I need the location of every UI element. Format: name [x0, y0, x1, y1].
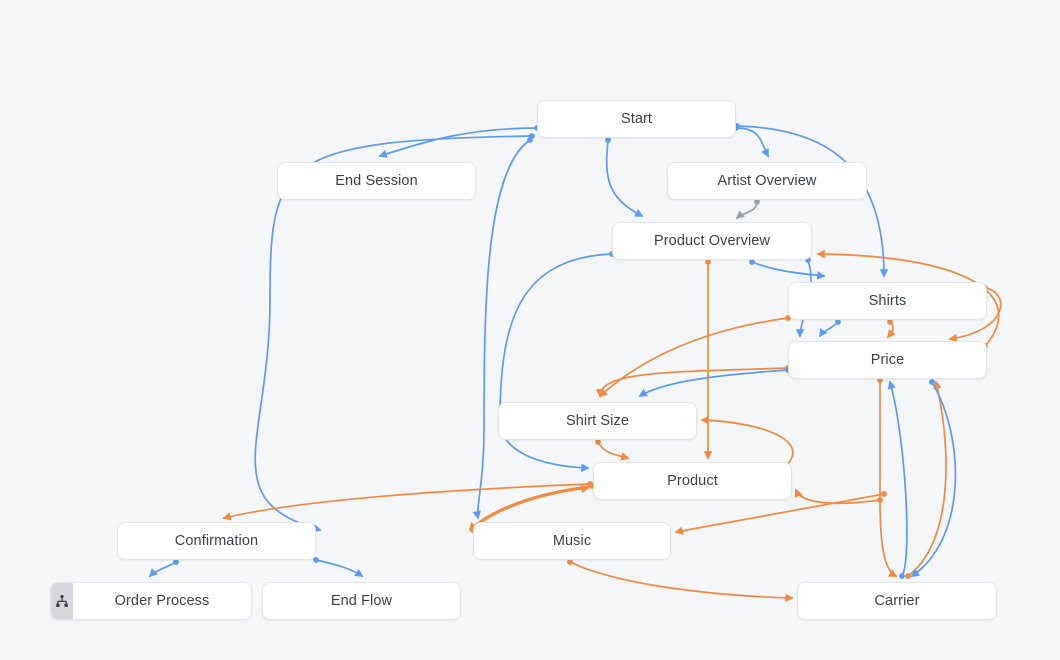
node-label: Shirt Size — [565, 412, 630, 429]
node-label: Confirmation — [174, 532, 259, 549]
node-label: Product Overview — [653, 232, 771, 249]
node-shirt_size[interactable]: Shirt Size — [498, 402, 697, 440]
node-label: Carrier — [874, 592, 920, 609]
node-label: Product — [667, 472, 718, 489]
node-confirmation[interactable]: Confirmation — [117, 522, 316, 560]
node-label: Price — [870, 351, 905, 368]
node-price[interactable]: Price — [788, 341, 987, 379]
node-music[interactable]: Music — [473, 522, 671, 560]
node-label: Start — [620, 110, 653, 127]
node-label: Order Process — [114, 592, 210, 609]
node-end_session[interactable]: End Session — [277, 162, 476, 200]
node-carrier[interactable]: Carrier — [797, 582, 997, 620]
hierarchy-icon — [51, 583, 73, 619]
node-end_flow[interactable]: End Flow — [262, 582, 461, 620]
node-label: End Flow — [330, 592, 393, 609]
node-product_overview[interactable]: Product Overview — [612, 222, 812, 260]
node-label: Music — [552, 532, 592, 549]
node-label: Artist Overview — [717, 172, 817, 189]
node-shirts[interactable]: Shirts — [788, 282, 987, 320]
node-start[interactable]: Start — [537, 100, 736, 138]
node-product[interactable]: Product — [593, 462, 792, 500]
node-label: Shirts — [868, 292, 907, 309]
node-artist_overview[interactable]: Artist Overview — [667, 162, 867, 200]
node-order_process[interactable]: Order Process — [50, 582, 252, 620]
node-label: End Session — [335, 172, 418, 189]
